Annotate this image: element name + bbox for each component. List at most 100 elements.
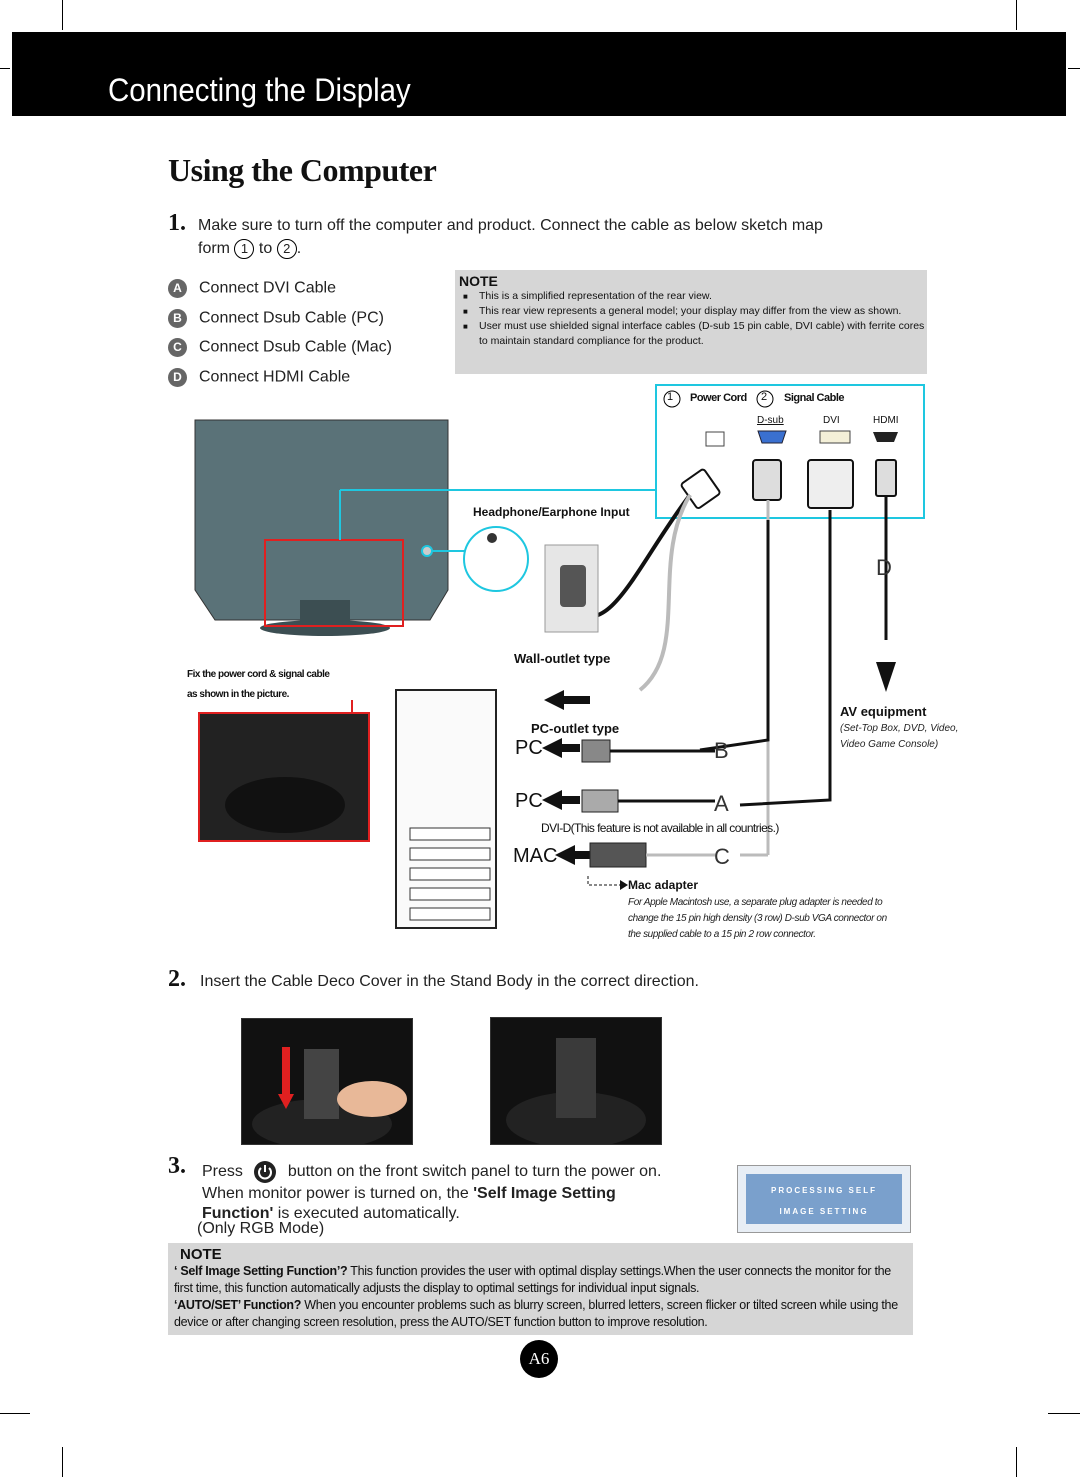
power-port-icon [705,431,725,447]
self-image-setting-term: 'Self Image Setting [473,1185,616,1202]
monitor-back [194,419,449,621]
step-3-line: When monitor power is turned on, the 'Se… [202,1184,722,1204]
headphone-callout [463,526,529,592]
note-term: ‘ Self Image Setting Function’? [174,1264,348,1278]
legend-letter: B [168,309,187,328]
note-heading: NOTE [180,1246,222,1263]
note-text: When you encounter problems such as blur… [174,1298,898,1329]
av-equipment-sub: (Set-Top Box, DVD, Video, [840,723,959,734]
power-cord-label: Power Cord [690,392,747,404]
pc-label: PC [515,790,543,812]
dsub-connector-icon [581,739,611,763]
circle-label-1: 1 [667,391,674,403]
circle-number-2: 2 [276,239,297,259]
section-title: Using the Computer [168,152,437,188]
mac-adapter-label: Mac adapter [628,878,699,892]
dvi-cable [739,510,832,807]
arrow-left-icon [555,845,590,865]
dvi-label: DVI [823,415,840,426]
dsub-label: D-sub [757,415,784,426]
pc-label: PC [515,737,543,759]
mac-note: the supplied cable to a 15 pin 2 row con… [628,929,816,940]
connector-letter-b: B [714,738,729,763]
highlight-box [264,539,404,627]
dvi-plug-icon [807,459,854,509]
cable-cover-photo-1 [241,1018,413,1145]
power-button-icon [253,1160,277,1184]
legend-item-b: B Connect Dsub Cable (PC) [168,309,384,331]
arrow-left-icon [542,790,580,810]
step-3-text-part: When monitor power is turned on, the [202,1185,474,1202]
dsub-cable-black [699,520,770,752]
note-item: User must use shielded signal interface … [459,319,927,349]
rgb-mode-note: (Only RGB Mode) [197,1220,325,1237]
step-3-text-part: is executed automatically. [273,1205,460,1222]
legend-label: Connect Dsub Cable (PC) [199,309,384,327]
legend-label: Connect DVI Cable [199,279,336,297]
step-2-text: Insert the Cable Deco Cover in the Stand… [200,973,699,990]
dvi-connector-icon [581,789,619,813]
step-1-text: Make sure to turn off the computer and p… [198,217,918,259]
note-term: ‘AUTO/SET’ Function? [174,1298,302,1312]
connector-letter-a: A [714,791,729,816]
connector-letter-c: C [714,844,730,869]
legend-item-a: A Connect DVI Cable [168,279,336,301]
arrow-down-icon [876,662,896,692]
header-bar [12,32,1066,116]
osd-message-box: PROCESSING SELF IMAGE SETTING [737,1165,911,1233]
legend-letter: A [168,279,187,298]
to-word: to [258,240,273,258]
note-box-2: NOTE ‘ Self Image Setting Function’? Thi… [168,1243,913,1335]
dvi-note: DVI-D(This feature is not available in a… [541,821,779,835]
circle-number-2-icon [756,390,774,408]
step-1-line-2: form 1 to 2. [198,239,918,259]
crop-mark [0,68,10,69]
osd-line: PROCESSING SELF [770,1186,877,1195]
cable-cover-photo-2 [490,1017,662,1145]
period: . [296,240,302,258]
crop-mark [1048,1413,1080,1414]
hdmi-plug-icon [875,459,897,497]
step-1: 1. [168,210,186,237]
step-3-text: Press button on the front switch panel t… [202,1160,722,1224]
circle-number-1-icon [663,390,681,408]
crop-mark [1068,68,1080,69]
note-heading: NOTE [459,273,498,289]
mac-adapter-icon [589,842,647,868]
circle-label-2: 2 [761,391,768,403]
step-number: 1. [168,210,186,236]
headphone-label: Headphone/Earphone Input [473,505,630,519]
dsub-plug-icon [752,459,782,501]
page-number: A6 [520,1340,558,1378]
power-cable-gray [638,493,692,692]
headphone-port-icon [421,545,433,557]
headphone-jack-icon [487,533,497,543]
crop-mark [62,0,63,30]
signal-cable-label: Signal Cable [784,392,845,404]
legend-label: Connect Dsub Cable (Mac) [199,338,392,356]
legend-item-c: C Connect Dsub Cable (Mac) [168,338,392,360]
legend-letter: C [168,338,187,357]
step-3-line-text: button on the front switch panel to turn… [287,1163,662,1181]
circle-number-1: 1 [234,239,255,259]
crop-mark [1016,0,1017,30]
step-number: 2. [168,966,186,992]
crop-mark [0,1413,30,1414]
press-word: Press [202,1163,243,1181]
connection-diagram [194,384,925,929]
form-word: form [198,240,230,258]
crop-mark [62,1447,63,1477]
step-1-line: Make sure to turn off the computer and p… [198,217,823,234]
fix-note-line: Fix the power cord & signal cable [187,669,330,680]
legend-letter: D [168,368,187,387]
step-3-line: Press button on the front switch panel t… [202,1160,722,1184]
fix-note-line: as shown in the picture. [187,689,289,700]
dsub-port-icon [757,430,787,444]
av-equipment-title: AV equipment [840,704,927,719]
monitor-base [260,620,390,636]
note-item: This rear view represents a general mode… [459,304,927,319]
arrow-left-icon [542,738,580,758]
wall-plug-icon [560,565,586,607]
step-number: 3. [168,1153,186,1179]
